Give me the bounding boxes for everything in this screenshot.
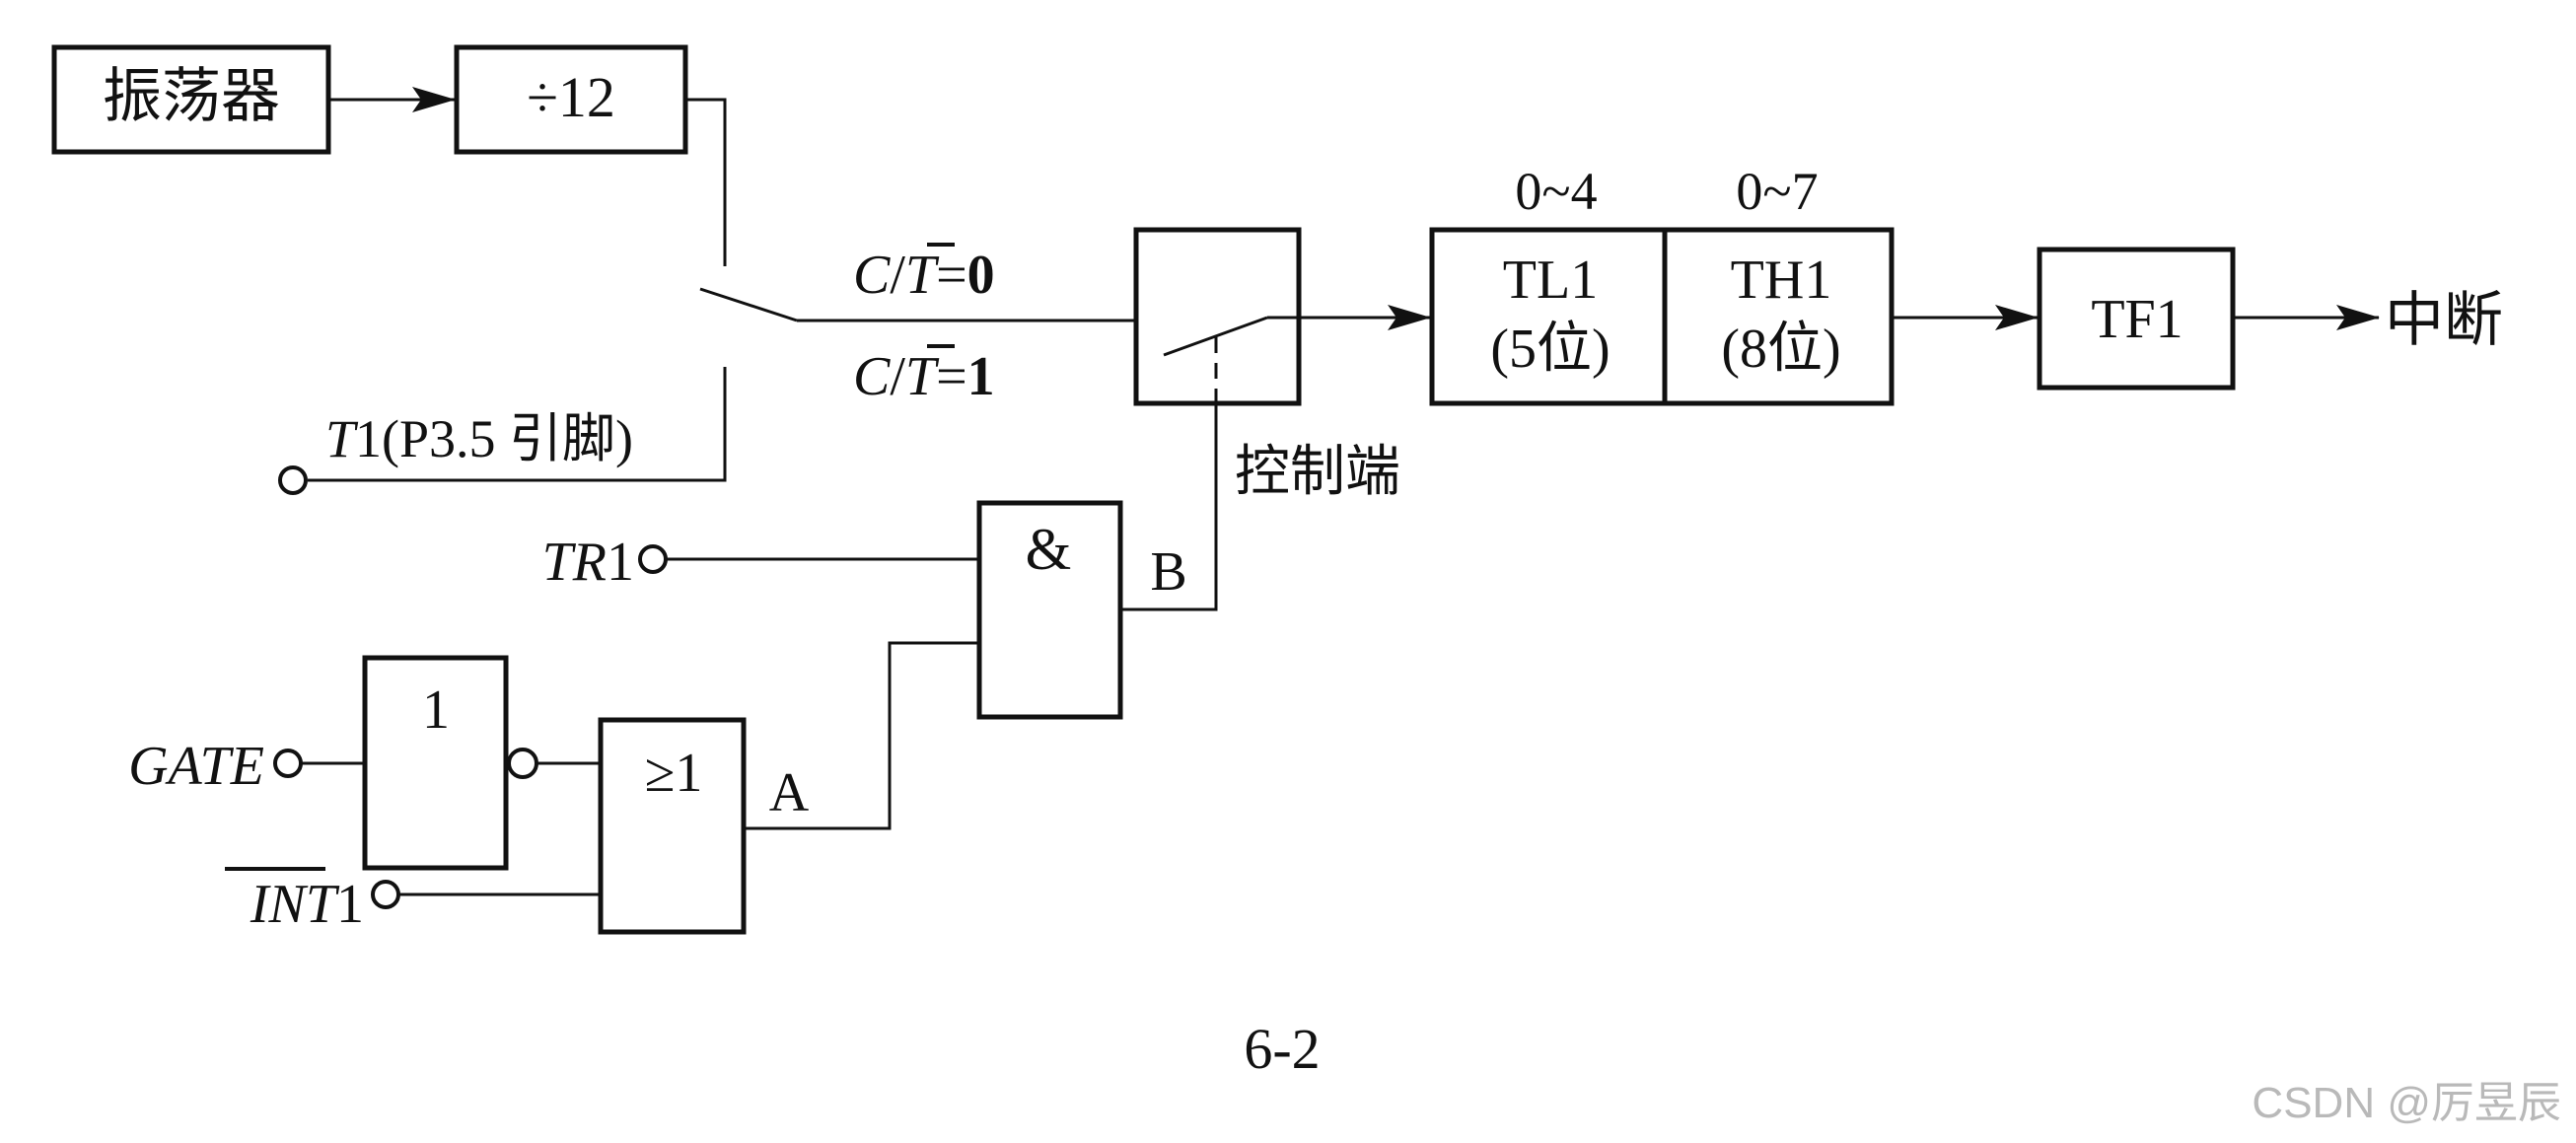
not-bubble [507, 748, 538, 779]
node-a-label: A [769, 762, 810, 823]
ct1-label: C/T=1 [853, 346, 995, 407]
gate-switch-blade [1163, 316, 1268, 357]
tl1-bits-label: (5位) [1490, 319, 1610, 380]
divider-label: ÷12 [527, 65, 615, 129]
th1-bits-label: (8位) [1721, 319, 1840, 380]
tr1-terminal [638, 544, 668, 574]
wire-t1-input [308, 367, 727, 482]
wire-or-to-and [744, 641, 979, 830]
th1-range-label: 0~7 [1736, 162, 1818, 221]
wire-and-to-control [1120, 403, 1218, 611]
figure-caption: 6-2 [1244, 1017, 1320, 1081]
mode-switch-blade [699, 287, 798, 322]
control-label: 控制端 [1235, 442, 1400, 503]
t1-terminal [278, 465, 308, 495]
wire-divider-out [685, 98, 727, 266]
or-gate [598, 717, 747, 935]
watermark: CSDN @厉昱辰 [2252, 1079, 2561, 1127]
int1-terminal [371, 880, 400, 909]
tf1-label: TF1 [2091, 289, 2182, 350]
and-gate-symbol: & [1026, 517, 1072, 582]
node-b-label: B [1150, 541, 1186, 603]
interrupt-label: 中断 [2385, 288, 2503, 353]
th1-name-label: TH1 [1731, 250, 1832, 311]
oscillator-label: 振荡器 [103, 64, 280, 129]
gate-input-label: GATE [128, 736, 264, 797]
gate-terminal [273, 749, 303, 778]
t1-input-label: T1(P3.5 引脚) [325, 409, 633, 468]
or-gate-symbol: ≥1 [645, 743, 703, 804]
ct0-label: C/T=0 [853, 245, 995, 306]
tl1-range-label: 0~4 [1515, 162, 1597, 221]
tl1-name-label: TL1 [1503, 250, 1598, 311]
int1-input-label: INT1 [250, 874, 364, 935]
tr1-input-label: TR1 [542, 532, 634, 593]
not-gate-symbol: 1 [422, 679, 450, 741]
